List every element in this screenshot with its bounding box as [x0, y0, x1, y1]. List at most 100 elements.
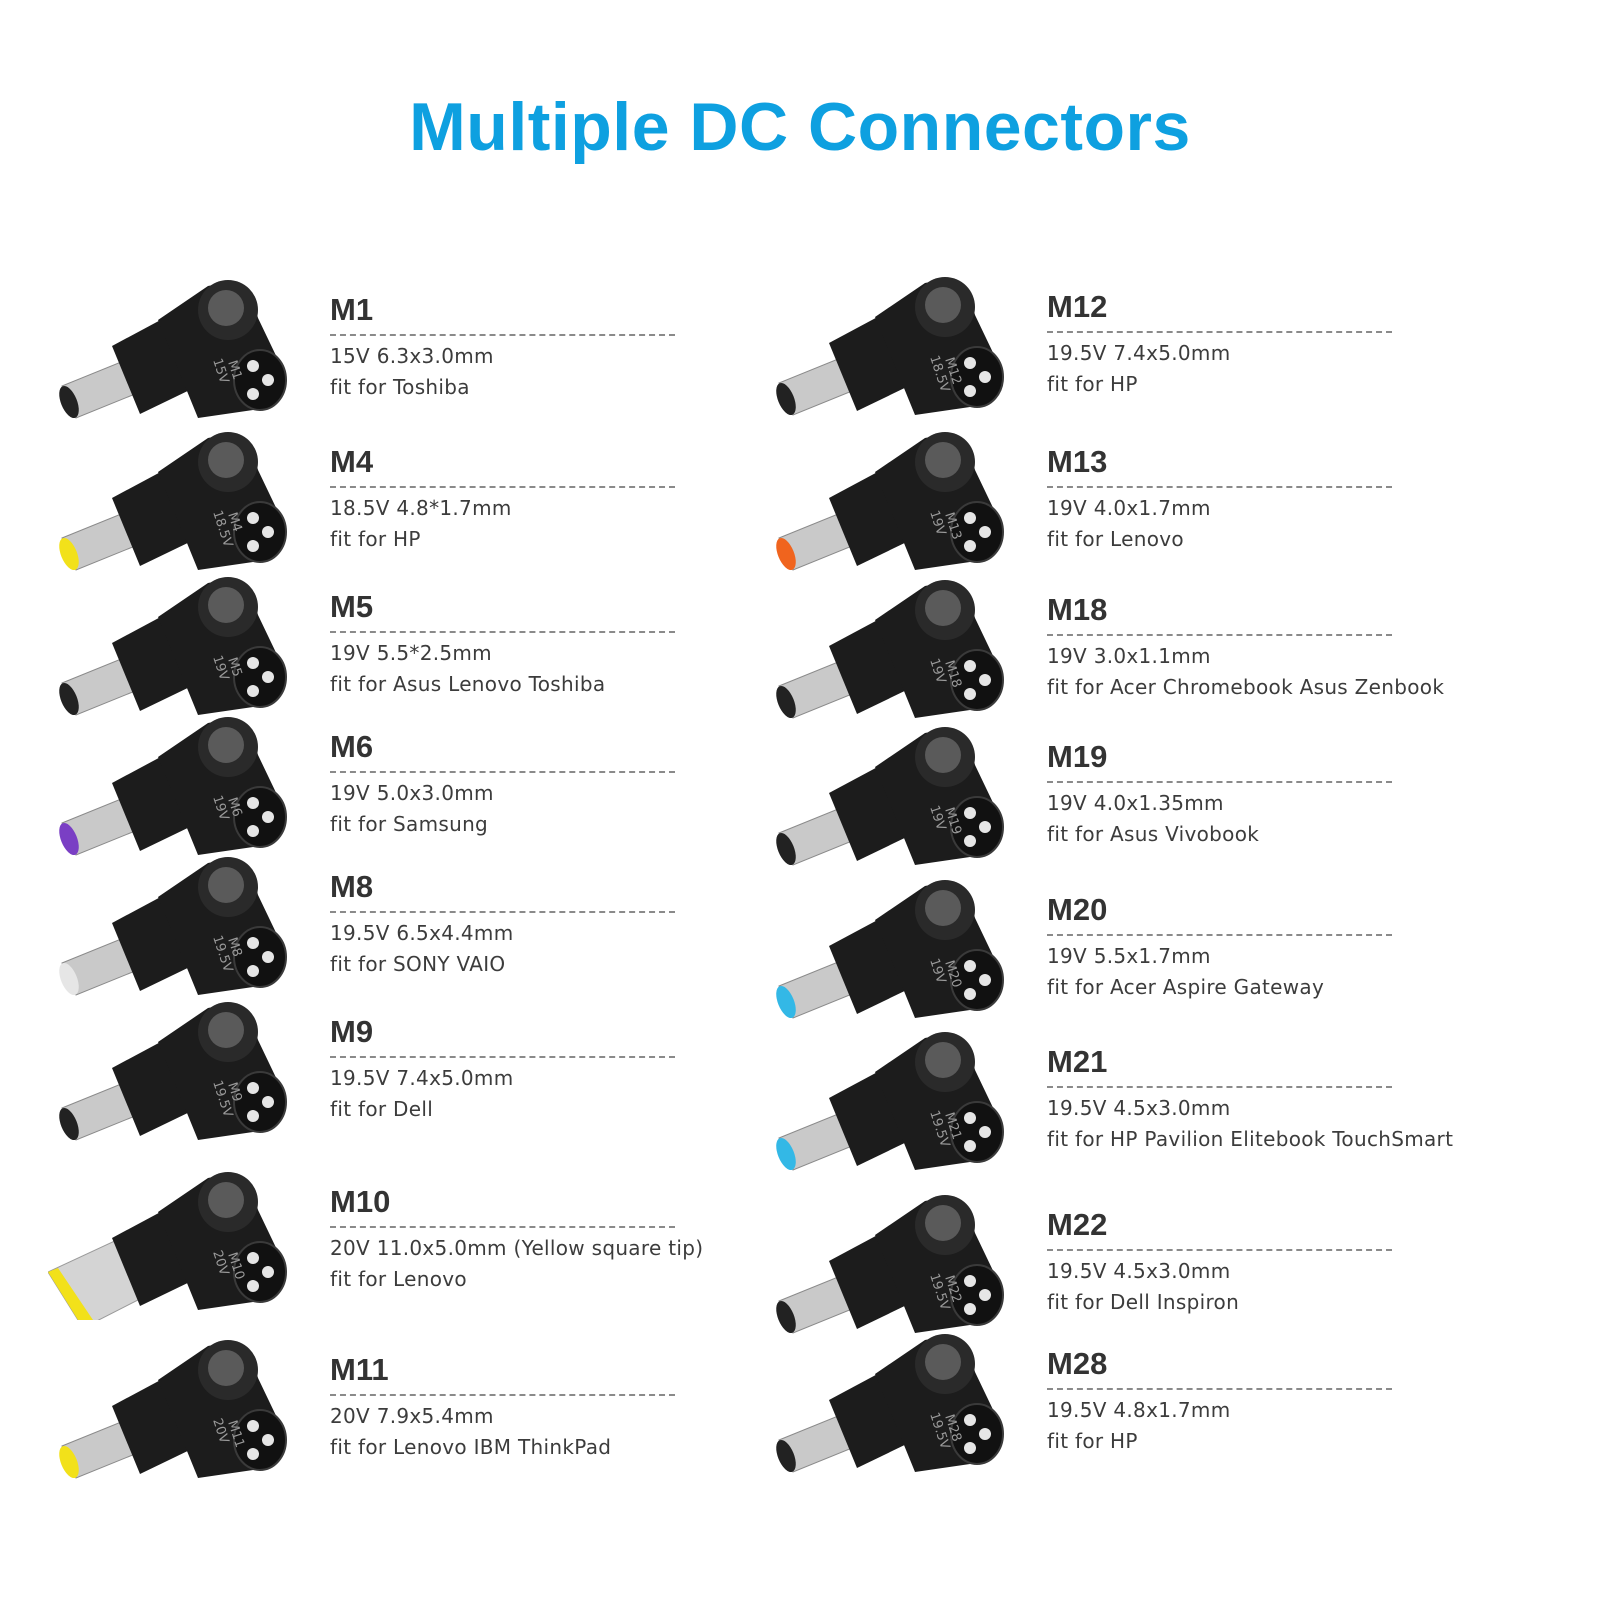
spec-text: 19V 4.0x1.7mm: [1047, 496, 1211, 520]
spec-text: 18.5V 4.8*1.7mm: [330, 496, 512, 520]
spec-text: 19V 5.0x3.0mm: [330, 781, 494, 805]
divider: [330, 1394, 675, 1396]
cap-disc: [925, 1042, 961, 1078]
fit-text: fit for Acer Aspire Gateway: [1047, 975, 1325, 999]
divider: [330, 631, 675, 633]
plug-tip: [776, 685, 796, 719]
cap-disc: [925, 287, 961, 323]
fit-text: fit for Asus Vivobook: [1047, 822, 1260, 846]
divider: [1047, 1388, 1392, 1390]
plug-tip: [776, 1300, 796, 1334]
fit-text: fit for SONY VAIO: [330, 952, 506, 976]
fit-text: fit for Lenovo IBM ThinkPad: [330, 1435, 612, 1459]
model-label: M8: [330, 869, 374, 904]
spec-text: 19V 4.0x1.35mm: [1047, 791, 1224, 815]
fit-text: fit for Lenovo: [1047, 527, 1184, 551]
divider: [1047, 331, 1392, 333]
spec-text: 19.5V 4.5x3.0mm: [1047, 1259, 1231, 1283]
model-label: M10: [330, 1184, 391, 1219]
printed-model: M1: [224, 359, 244, 382]
spec-text: 19.5V 4.8x1.7mm: [1047, 1398, 1231, 1422]
model-label: M22: [1047, 1207, 1108, 1242]
divider: [1047, 634, 1392, 636]
divider: [330, 1226, 675, 1228]
cap-disc: [208, 1350, 244, 1386]
spec-text: 19.5V 7.4x5.0mm: [330, 1066, 514, 1090]
cap-disc: [208, 1182, 244, 1218]
divider: [1047, 934, 1392, 936]
model-label: M18: [1047, 592, 1108, 627]
divider: [330, 911, 675, 913]
plug-tip: [59, 682, 79, 716]
plug-tip: [59, 962, 79, 996]
plug-tip: [48, 1268, 93, 1320]
model-label: M6: [330, 729, 374, 764]
cap-disc: [208, 442, 244, 478]
model-label: M21: [1047, 1044, 1108, 1079]
printed-model: M5: [224, 656, 244, 679]
cap-disc: [925, 1344, 961, 1380]
divider: [330, 771, 675, 773]
spec-text: 20V 11.0x5.0mm (Yellow square tip): [330, 1236, 704, 1260]
cap-disc: [208, 290, 244, 326]
model-label: M9: [330, 1014, 374, 1049]
model-label: M13: [1047, 444, 1108, 479]
page-title: Multiple DC Connectors: [409, 89, 1191, 165]
fit-text: fit for HP: [1047, 1429, 1138, 1453]
cap-disc: [208, 867, 244, 903]
divider: [330, 1056, 675, 1058]
cap-disc: [925, 737, 961, 773]
cap-disc: [925, 1205, 961, 1241]
plug-tip: [59, 822, 79, 856]
fit-text: fit for HP Pavilion Elitebook TouchSmart: [1047, 1127, 1454, 1151]
cap-disc: [925, 442, 961, 478]
plug-tip: [59, 1445, 79, 1479]
spec-text: 19V 5.5*2.5mm: [330, 641, 492, 665]
spec-text: 19.5V 4.5x3.0mm: [1047, 1096, 1231, 1120]
plug-tip: [776, 382, 796, 416]
model-label: M1: [330, 292, 374, 327]
plug-tip: [776, 537, 796, 571]
cap-disc: [925, 890, 961, 926]
fit-text: fit for Dell Inspiron: [1047, 1290, 1240, 1314]
divider: [330, 486, 675, 488]
divider: [1047, 486, 1392, 488]
printed-model: M9: [224, 1081, 244, 1104]
spec-text: 20V 7.9x5.4mm: [330, 1404, 494, 1428]
cap-disc: [208, 727, 244, 763]
spec-text: 19.5V 7.4x5.0mm: [1047, 341, 1231, 365]
plug-tip: [59, 1107, 79, 1141]
plug-tip: [776, 985, 796, 1019]
fit-text: fit for Toshiba: [330, 375, 470, 399]
divider: [1047, 781, 1392, 783]
spec-text: 19V 3.0x1.1mm: [1047, 644, 1211, 668]
plug-tip: [776, 1137, 796, 1171]
printed-model: M4: [224, 511, 244, 534]
